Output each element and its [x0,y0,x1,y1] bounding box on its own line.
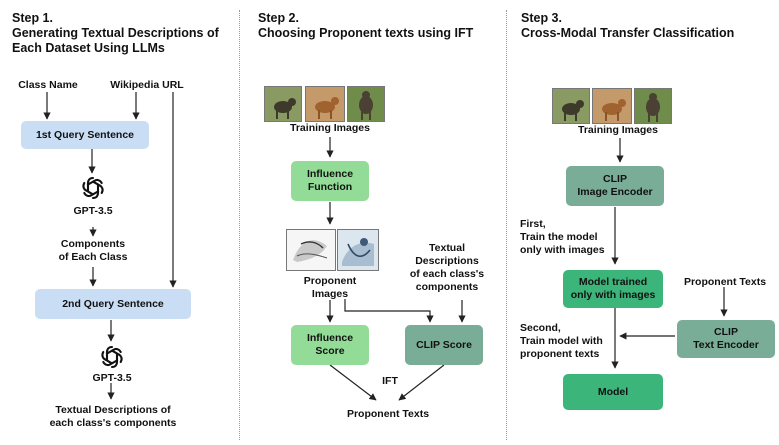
influence-function-box: Influence Function [291,161,369,201]
clip-text-line1: CLIP [714,326,738,338]
proponent-texts-label: Proponent Texts [683,276,767,288]
clip-text-line2: Text Encoder [693,339,759,351]
model-trained-images-box: Model trained only with images [563,270,663,308]
first-line3: only with images [520,244,605,256]
components-line1: Components [60,238,126,250]
second-line3: proponent texts [520,348,600,360]
second-query-box: 2nd Query Sentence [35,289,191,319]
second-step-note: Second, Train model with proponent texts [520,322,616,361]
proponent-texts-output: Proponent Texts [346,408,430,420]
textual-descriptions-output: Textual Descriptions of each class's com… [38,404,188,430]
wikipedia-url-label: Wikipedia URL [110,79,184,91]
step3-number: Step 3. [521,11,562,25]
step2-title: Choosing Proponent texts using IFT [258,26,474,40]
gpt-label-1: GPT-3.5 [73,205,113,217]
trained-line1: Model trained [578,276,648,288]
step3-title: Cross-Modal Transfer Classification [521,26,735,40]
influence-score-line2: Score [315,345,345,357]
output-line2: each class's components [49,417,177,429]
textual-line1: Textual [429,242,465,254]
second-line1: Second, [520,322,561,334]
second-line2: Train model with [520,335,603,347]
textual-line4: components [415,281,479,293]
proponent-images-label: Proponent Images [290,275,370,301]
first-line2: Train the model [520,231,598,243]
section-divider [506,10,507,440]
clip-image-encoder-box: CLIP Image Encoder [566,166,664,206]
output-line1: Textual Descriptions of [55,404,171,416]
clip-image-line1: CLIP [603,173,627,185]
textual-line2: Descriptions [415,255,479,267]
clip-score-box: CLIP Score [405,325,483,365]
ift-label: IFT [382,375,398,387]
section-divider [239,10,240,440]
step1-number: Step 1. [12,11,53,25]
influence-function-line1: Influence [306,168,354,180]
step1-title-line2: Each Dataset Using LLMs [12,41,165,55]
first-query-box: 1st Query Sentence [21,121,149,149]
clip-text-encoder-box: CLIP Text Encoder [677,320,775,358]
proponent-images-line1: Proponent [303,275,357,287]
scatter-plot-thumbnail [286,229,336,271]
influence-score-line1: Influence [306,332,354,344]
class-name-label: Class Name [18,79,78,91]
trained-line2: only with images [570,289,656,301]
step1-title-line1: Generating Textual Descriptions of [12,26,219,40]
first-step-note: First, Train the model only with images [520,218,610,257]
animal-photo-thumbnail [592,88,632,124]
gpt-label-2: GPT-3.5 [92,372,132,384]
step3-heading: Step 3. Cross-Modal Transfer Classificat… [521,11,734,41]
textual-descriptions-label: Textual Descriptions of each class's com… [402,242,492,294]
animal-photo-thumbnail [305,86,345,122]
step2-heading: Step 2. Choosing Proponent texts using I… [258,11,473,41]
step1-heading: Step 1. Generating Textual Descriptions … [12,11,219,56]
influence-score-box: Influence Score [291,325,369,365]
first-line1: First, [520,218,546,230]
animal-photo-thumbnail [264,86,302,122]
model-box: Model [563,374,663,410]
openai-logo-icon [79,174,107,202]
openai-logo-icon [98,343,126,371]
proponent-images-line2: Images [311,288,349,300]
step2-number: Step 2. [258,11,299,25]
components-line2: of Each Class [58,251,128,263]
textual-line3: of each class's [409,268,485,280]
animal-photo-thumbnail [347,86,385,122]
animal-photo-thumbnail [552,88,590,124]
scatter-plot-thumbnail [337,229,379,271]
training-images-label: Training Images [290,122,370,134]
influence-function-line2: Function [307,181,353,193]
components-label: Components of Each Class [38,238,148,264]
training-images-label: Training Images [578,124,658,136]
clip-image-line2: Image Encoder [577,186,653,198]
animal-photo-thumbnail [634,88,672,124]
